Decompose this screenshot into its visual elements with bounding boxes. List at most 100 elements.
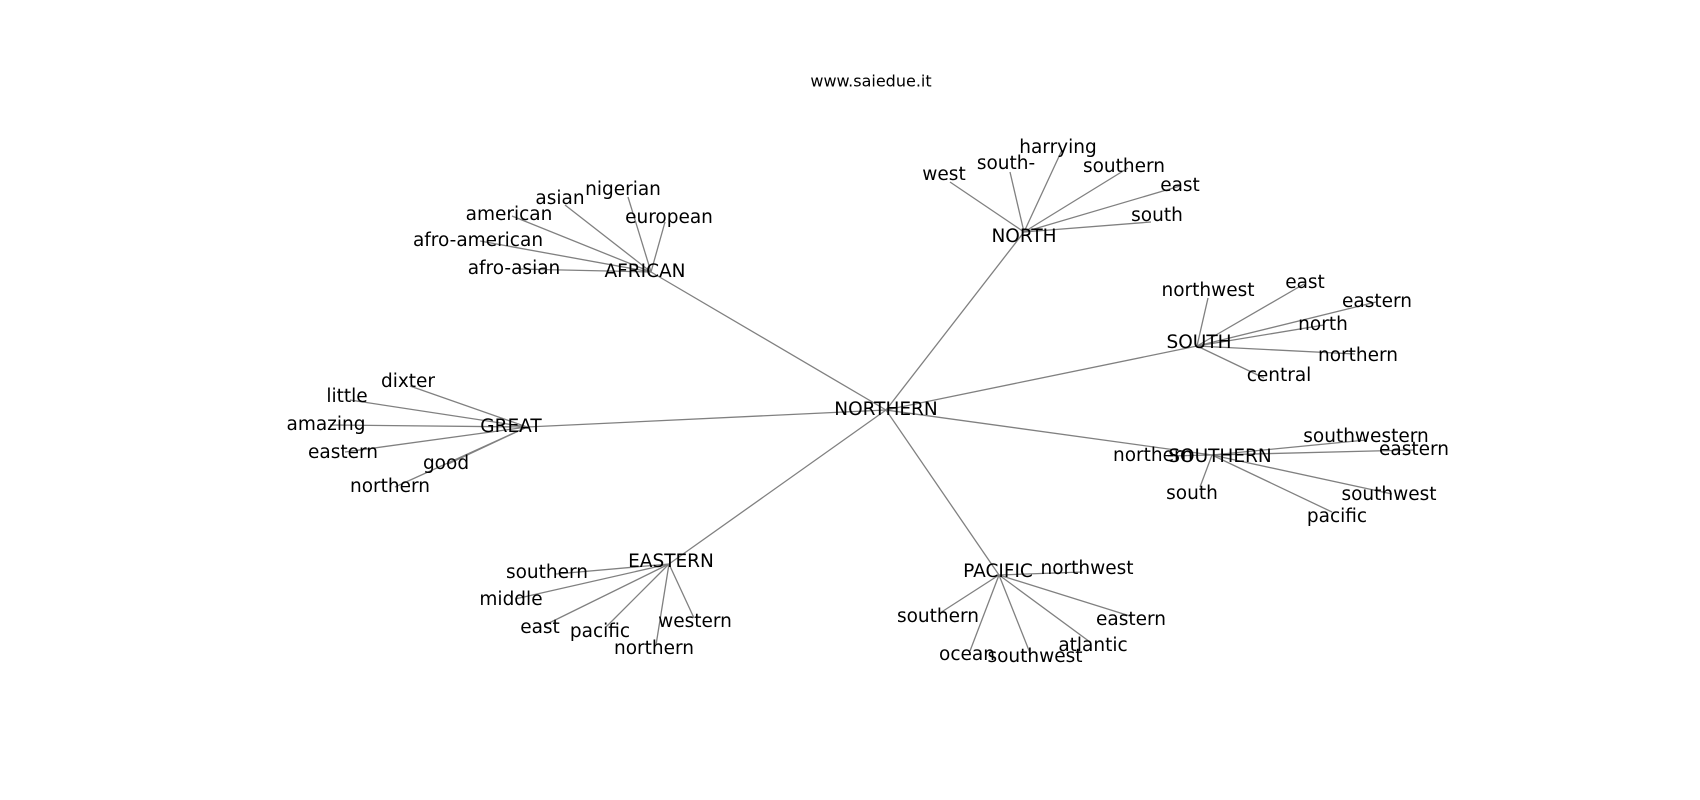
edge-great-leaf: [409, 385, 528, 428]
leaf-node-label: eastern: [1342, 291, 1412, 312]
leaf-node-label: atlantic: [1058, 635, 1127, 656]
edge-eastern-leaf: [604, 563, 670, 629]
edge-north-leaf: [1009, 171, 1025, 233]
edge-eastern-leaf: [544, 563, 670, 626]
edge-african-leaf: [511, 215, 652, 273]
edge-center-to-south: [885, 345, 1198, 411]
leaf-node-label: northern: [1113, 445, 1193, 466]
edge-pacific-leaf: [998, 574, 1131, 617]
edge-southern-leaf: [1167, 454, 1213, 457]
edge-north-leaf: [1023, 149, 1063, 233]
leaf-node-label: southwestern: [1303, 426, 1428, 447]
edge-south-leaf: [1196, 324, 1325, 347]
leaf-node-label: west: [922, 164, 965, 185]
edge-eastern-leaf: [514, 563, 670, 600]
leaf-node-label: afro-american: [413, 230, 543, 251]
leaf-node-label: european: [625, 207, 713, 228]
edge-center-to-southern: [885, 409, 1213, 456]
leaf-node-label: middle: [479, 589, 542, 610]
edge-center-to-african: [650, 271, 887, 411]
edge-african-leaf: [650, 221, 666, 273]
leaf-node-label: southern: [506, 562, 588, 583]
edge-southern-leaf: [1211, 449, 1415, 456]
edge-pacific-leaf: [969, 574, 1000, 652]
leaf-node-label: eastern: [308, 442, 378, 463]
edge-african-leaf: [517, 268, 652, 273]
edge-african-leaf: [564, 204, 652, 273]
leaf-node-label: asian: [535, 188, 584, 209]
edge-eastern-leaf: [555, 563, 670, 575]
leaf-node-label: good: [423, 453, 469, 474]
leaf-node-label: southern: [897, 606, 979, 627]
leaf-node-label: north: [1298, 314, 1348, 335]
leaf-node-label: harrying: [1019, 137, 1097, 158]
leaf-node-label: northern: [614, 638, 694, 659]
leaf-node-label: little: [326, 386, 367, 407]
edge-south-leaf: [1196, 297, 1209, 347]
leaf-node-label: northern: [350, 476, 430, 497]
edge-center-to-pacific: [885, 409, 1000, 576]
edge-southern-leaf: [1211, 454, 1333, 513]
edge-south-leaf: [1196, 345, 1356, 355]
leaf-node-label: south: [1131, 205, 1183, 226]
leaf-node-label: northern: [1318, 345, 1398, 366]
hub-node-label: PACIFIC: [963, 561, 1033, 582]
edge-eastern-leaf: [655, 563, 670, 646]
edge-pacific-leaf: [939, 574, 1000, 614]
graph-edges: [329, 149, 1415, 654]
leaf-node-label: southwest: [1341, 484, 1436, 505]
leaf-node-label: northwest: [1040, 558, 1133, 579]
leaf-node-label: pacific: [1307, 506, 1367, 527]
edge-african-leaf: [627, 196, 652, 273]
edge-north-leaf: [949, 181, 1025, 233]
site-watermark: www.saiedue.it: [810, 72, 931, 91]
edge-south-leaf: [1196, 283, 1305, 347]
hub-node-label: NORTH: [991, 226, 1056, 247]
hub-node-label: SOUTH: [1166, 332, 1231, 353]
edge-great-leaf: [349, 399, 528, 428]
center-node-label: NORTHERN: [834, 399, 938, 420]
leaf-node-label: northwest: [1161, 280, 1254, 301]
edge-pacific-leaf: [998, 574, 1091, 643]
edge-african-leaf: [479, 240, 652, 273]
edge-southern-leaf: [1211, 454, 1393, 495]
leaf-node-label: east: [1160, 175, 1200, 196]
leaf-node-label: american: [466, 204, 553, 225]
leaf-node-label: southern: [1083, 156, 1165, 177]
leaf-node-label: nigerian: [585, 179, 661, 200]
hub-node-label: SOUTHERN: [1168, 446, 1271, 467]
graph-labels: www.saiedue.it NORTHERN NORTH west south-ha…: [286, 72, 1449, 668]
leaf-node-label: east: [520, 617, 560, 638]
edge-pacific-leaf: [998, 574, 1031, 654]
leaf-node-label: amazing: [286, 414, 365, 435]
hub-node-label: AFRICAN: [604, 261, 685, 282]
leaf-node-label: south: [1166, 483, 1218, 504]
leaf-node-label: dixter: [381, 371, 435, 392]
edge-great-leaf: [329, 424, 528, 428]
edge-north-leaf: [1023, 167, 1129, 233]
edge-center-to-north: [885, 231, 1025, 411]
edge-great-leaf: [344, 426, 528, 453]
edge-great-leaf: [394, 426, 528, 488]
edge-center-to-great: [526, 409, 887, 428]
leaf-node-label: pacific: [570, 621, 630, 642]
leaf-node-label: afro-asian: [468, 258, 561, 279]
hub-node-label: GREAT: [480, 416, 542, 437]
edge-north-leaf: [1023, 185, 1181, 233]
leaf-node-label: western: [658, 611, 732, 632]
leaf-node-label: eastern: [1096, 609, 1166, 630]
edge-southern-leaf: [1199, 454, 1213, 488]
edge-south-leaf: [1196, 301, 1377, 347]
hub-node-label: EASTERN: [628, 551, 714, 572]
edge-eastern-leaf: [668, 563, 695, 619]
leaf-node-label: east: [1285, 272, 1325, 293]
edge-south-leaf: [1196, 345, 1265, 379]
edge-north-leaf: [1023, 221, 1152, 233]
edge-pacific-leaf: [998, 571, 1084, 576]
edge-southern-leaf: [1211, 439, 1367, 456]
edge-center-to-eastern: [668, 409, 887, 565]
leaf-node-label: south-: [977, 153, 1035, 174]
leaf-node-label: ocean: [939, 644, 995, 665]
leaf-node-label: eastern: [1379, 439, 1449, 460]
